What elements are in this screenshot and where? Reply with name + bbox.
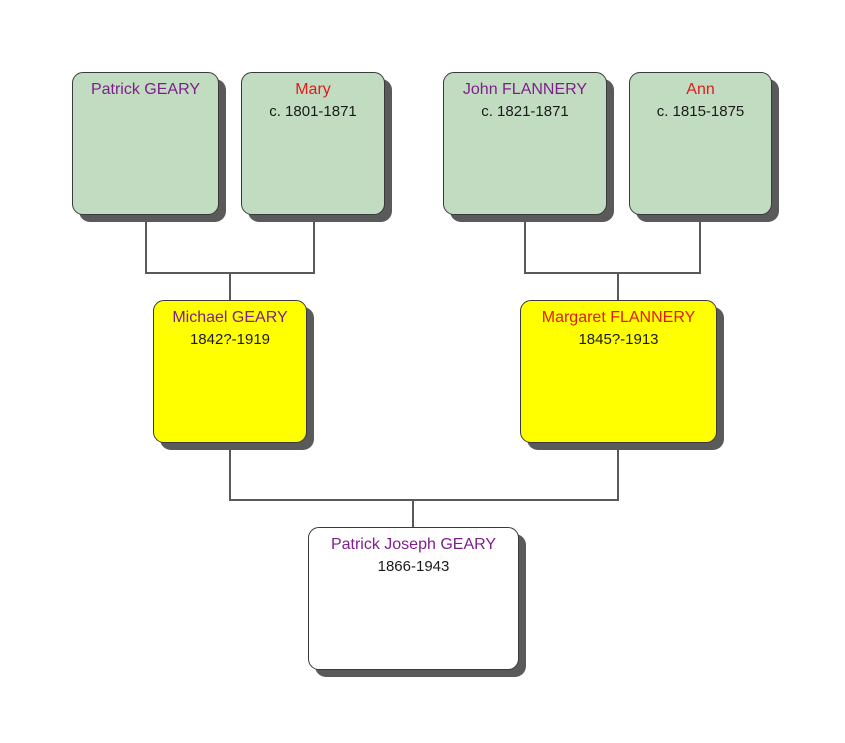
person-name: John FLANNERY: [462, 81, 588, 98]
connector-line: [313, 222, 315, 274]
connector-line: [229, 450, 231, 501]
person-box-paternal-grandfather[interactable]: Patrick GEARY: [72, 72, 219, 215]
person-box-maternal-grandfather[interactable]: John FLANNERY c. 1821-1871: [443, 72, 607, 215]
connector-line: [229, 499, 619, 501]
person-dates: c. 1821-1871: [481, 103, 569, 120]
person-dates: 1842?-1919: [189, 331, 271, 348]
person-box-father[interactable]: Michael GEARY 1842?-1919: [153, 300, 307, 443]
person-box-mother[interactable]: Margaret FLANNERY 1845?-1913: [520, 300, 717, 443]
connector-line: [699, 222, 701, 274]
person-name: Michael GEARY: [172, 309, 288, 326]
person-name: Mary: [295, 81, 331, 98]
person-dates: c. 1815-1875: [656, 103, 745, 120]
connector-line: [524, 222, 526, 274]
person-name: Patrick GEARY: [90, 81, 201, 98]
person-name: Margaret FLANNERY: [541, 309, 696, 326]
connector-line: [524, 272, 701, 274]
connector-line: [617, 450, 619, 501]
person-box-subject[interactable]: Patrick Joseph GEARY 1866-1943: [308, 527, 519, 670]
person-name: Ann: [686, 81, 715, 98]
connector-line: [412, 499, 414, 528]
person-box-paternal-grandmother[interactable]: Mary c. 1801-1871: [241, 72, 385, 215]
connector-line: [145, 222, 147, 274]
person-name: Patrick Joseph GEARY: [330, 536, 497, 553]
connector-line: [229, 272, 231, 301]
person-dates: 1866-1943: [377, 558, 450, 575]
person-box-maternal-grandmother[interactable]: Ann c. 1815-1875: [629, 72, 772, 215]
person-dates: c. 1801-1871: [269, 103, 357, 120]
connector-line: [617, 272, 619, 301]
person-dates: 1845?-1913: [578, 331, 659, 348]
